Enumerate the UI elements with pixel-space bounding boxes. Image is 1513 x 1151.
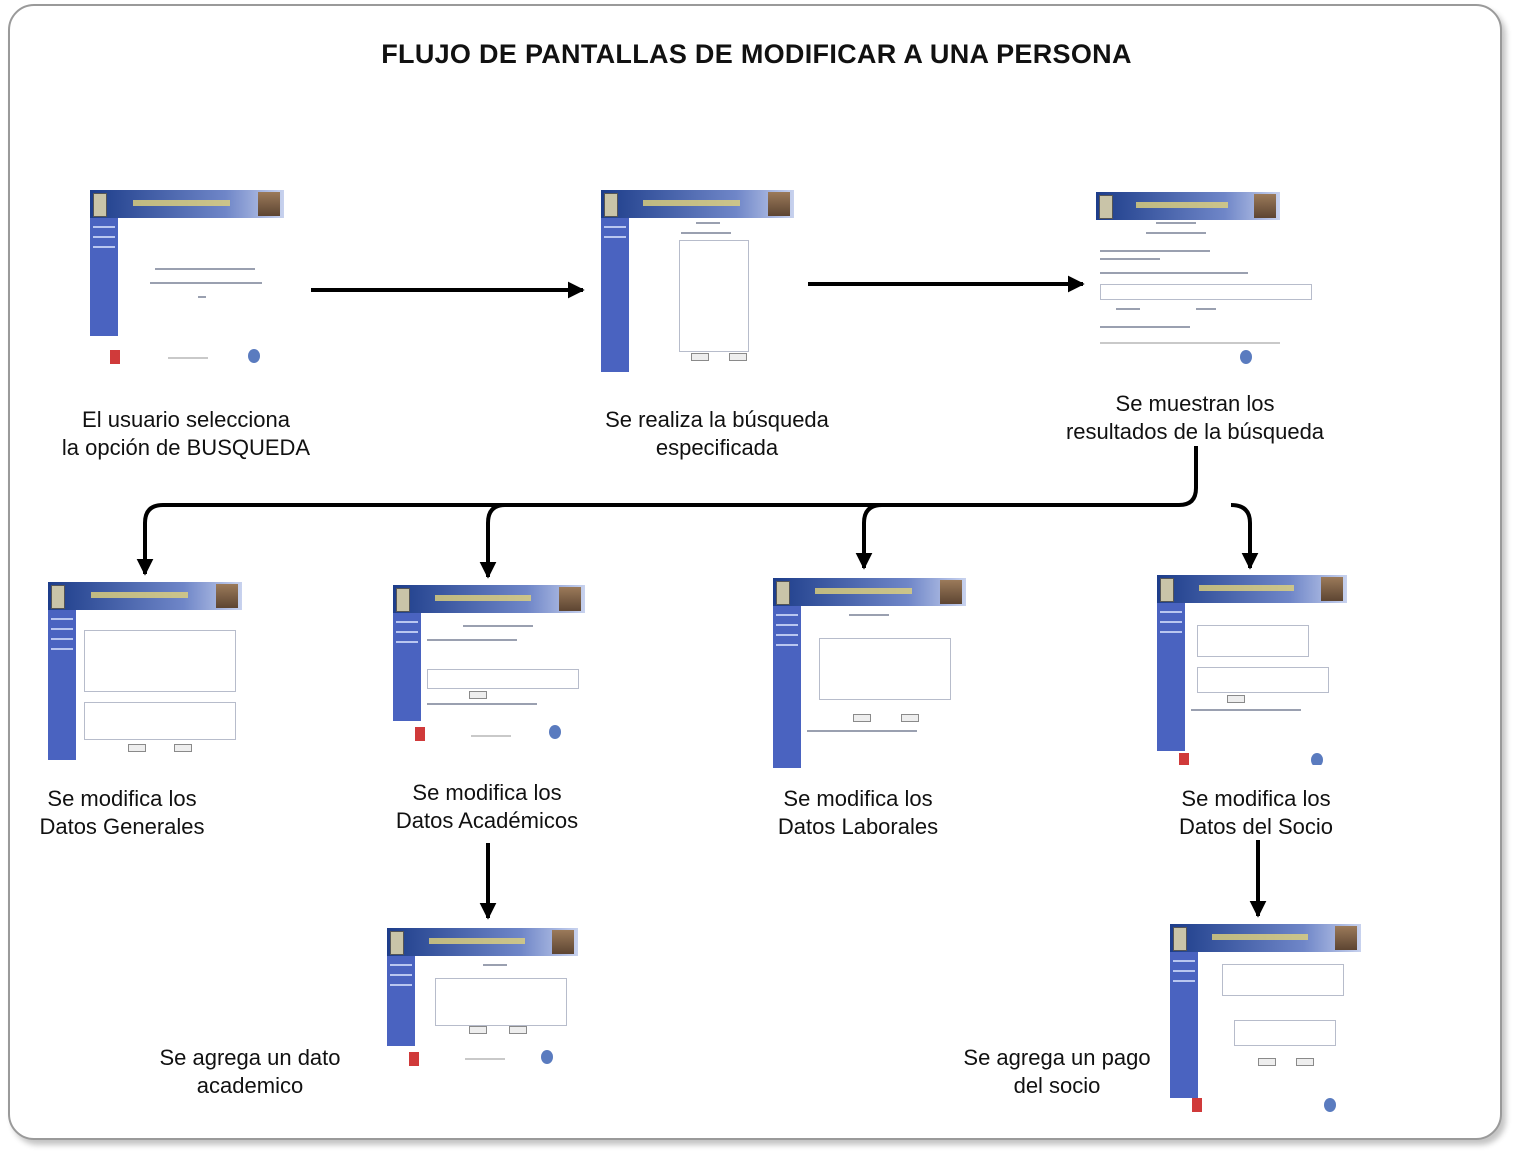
screen-thumbnail-dato-academico (387, 928, 578, 1074)
arrow-to-laborales (855, 503, 883, 570)
caption-pago-socio: Se agrega un pago del socio (907, 1044, 1207, 1100)
caption-line: Se realiza la búsqueda (605, 407, 829, 432)
caption-resultados: Se muestran los resultados de la búsqued… (1035, 390, 1355, 446)
caption-line: Datos del Socio (1178, 814, 1334, 839)
caption-busqueda: Se realiza la búsqueda especificada (567, 406, 867, 462)
caption-generales: Se modifica los Datos Generales (0, 785, 272, 841)
caption-dato-academico: Se agrega un dato academico (100, 1044, 400, 1100)
caption-line: del socio (1013, 1073, 1101, 1098)
screen-thumbnail-laborales (773, 578, 966, 768)
screen-thumbnail-socio (1157, 575, 1347, 765)
caption-line: Se agrega un pago (963, 1045, 1151, 1070)
screen-thumbnail-buscar (90, 190, 284, 380)
caption-line: Se modifica los (1181, 786, 1331, 811)
arrow-to-socio (1230, 503, 1259, 570)
caption-line: Se muestran los (1115, 391, 1275, 416)
caption-line: academico (196, 1073, 304, 1098)
caption-line: la opción de BUSQUEDA (61, 435, 311, 460)
caption-laborales: Se modifica los Datos Laborales (708, 785, 1008, 841)
screen-thumbnail-resultados (1096, 192, 1316, 372)
caption-line: Datos Laborales (777, 814, 939, 839)
screen-thumbnail-pago-socio (1170, 924, 1361, 1116)
arrow-resultados-branch (136, 446, 1198, 576)
caption-line: Datos Académicos (395, 808, 579, 833)
screen-thumbnail-generales (48, 582, 242, 772)
caption-academicos: Se modifica los Datos Académicos (337, 779, 637, 835)
diagram-title: FLUJO DE PANTALLAS DE MODIFICAR A UNA PE… (381, 39, 1132, 69)
caption-line: Se agrega un dato (159, 1045, 341, 1070)
screen-thumbnail-academicos (393, 585, 585, 747)
caption-line: especificada (655, 435, 779, 460)
caption-line: Se modifica los (412, 780, 562, 805)
caption-line: El usuario selecciona (82, 407, 290, 432)
caption-line: resultados de la búsqueda (1065, 419, 1325, 444)
caption-line: Datos Generales (39, 814, 205, 839)
caption-socio: Se modifica los Datos del Socio (1106, 785, 1406, 841)
arrow-to-academicos (479, 503, 506, 579)
caption-line: Se modifica los (783, 786, 933, 811)
caption-buscar: El usuario selecciona la opción de BUSQU… (36, 406, 336, 462)
caption-line: Se modifica los (47, 786, 197, 811)
screen-thumbnail-busqueda (601, 190, 794, 380)
